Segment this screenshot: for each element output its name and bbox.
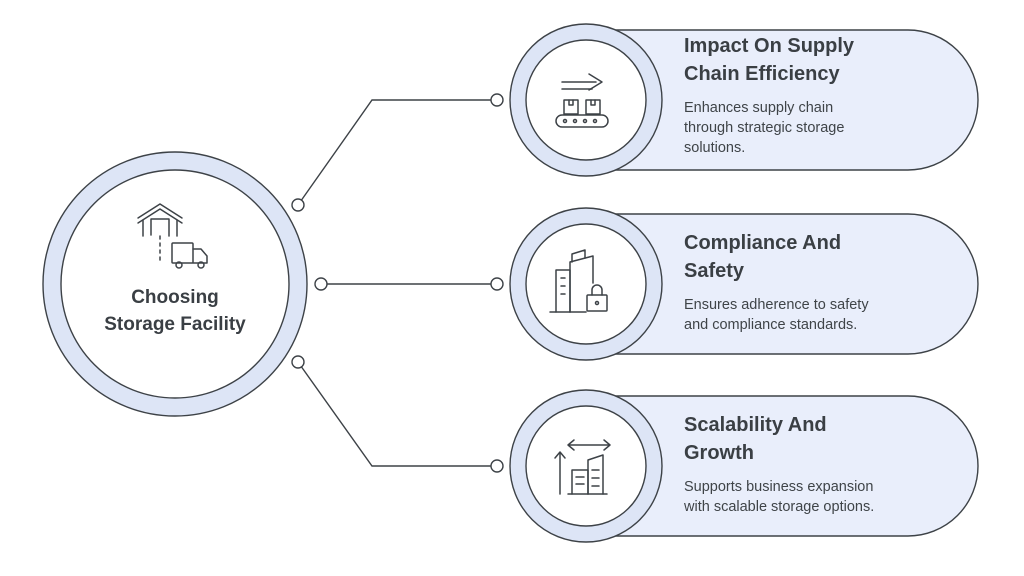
card-scalability-title: Scalability And Growth <box>684 411 964 467</box>
card-supply-chain-desc: Enhances supply chain through strategic … <box>684 98 964 158</box>
connector-top <box>297 99 497 206</box>
title-line: Safety <box>684 260 745 282</box>
building-expand-icon <box>554 439 611 495</box>
card-compliance <box>509 207 979 361</box>
title-line: Chain Efficiency <box>684 63 840 85</box>
desc-line: through strategic storage <box>684 120 845 136</box>
card-supply-chain <box>509 23 979 177</box>
desc-line: solutions. <box>684 140 746 156</box>
warehouse-truck-icon <box>137 203 208 269</box>
desc-line: with scalable storage options. <box>684 499 875 515</box>
dot-card-middle <box>490 277 504 291</box>
card-supply-chain-text: Impact On Supply Chain Efficiency Enhanc… <box>684 32 964 158</box>
desc-line: Supports business expansion <box>684 479 874 495</box>
card-scalability-text: Scalability And Growth Supports business… <box>684 411 964 517</box>
title-line: Scalability And <box>684 414 827 436</box>
title-line: Compliance And <box>684 232 842 254</box>
title-line: Impact On Supply <box>684 35 855 57</box>
card-compliance-desc: Ensures adherence to safety and complian… <box>684 295 964 335</box>
conveyor-arrow-icon <box>555 73 609 128</box>
dot-center-middle <box>314 277 328 291</box>
center-title: Choosing Storage Facility <box>70 284 280 338</box>
center-title-line-2: Storage Facility <box>104 314 246 335</box>
dot-center-top <box>291 198 305 212</box>
dot-center-bottom <box>291 355 305 369</box>
card-compliance-title: Compliance And Safety <box>684 229 964 285</box>
desc-line: Enhances supply chain <box>684 100 834 116</box>
card-supply-chain-title: Impact On Supply Chain Efficiency <box>684 32 964 88</box>
dot-card-top <box>490 93 504 107</box>
building-lock-icon <box>549 249 608 313</box>
desc-line: Ensures adherence to safety <box>684 297 869 313</box>
card-scalability-desc: Supports business expansion with scalabl… <box>684 477 964 517</box>
dot-card-bottom <box>490 459 504 473</box>
connector-dots <box>291 93 504 473</box>
center-title-line-1: Choosing <box>131 287 219 308</box>
desc-line: and compliance standards. <box>684 317 858 333</box>
card-scalability <box>509 389 979 543</box>
center-node <box>42 151 308 417</box>
connector-bottom <box>297 361 497 467</box>
title-line: Growth <box>684 442 754 464</box>
card-compliance-text: Compliance And Safety Ensures adherence … <box>684 229 964 335</box>
connectors <box>297 99 497 467</box>
